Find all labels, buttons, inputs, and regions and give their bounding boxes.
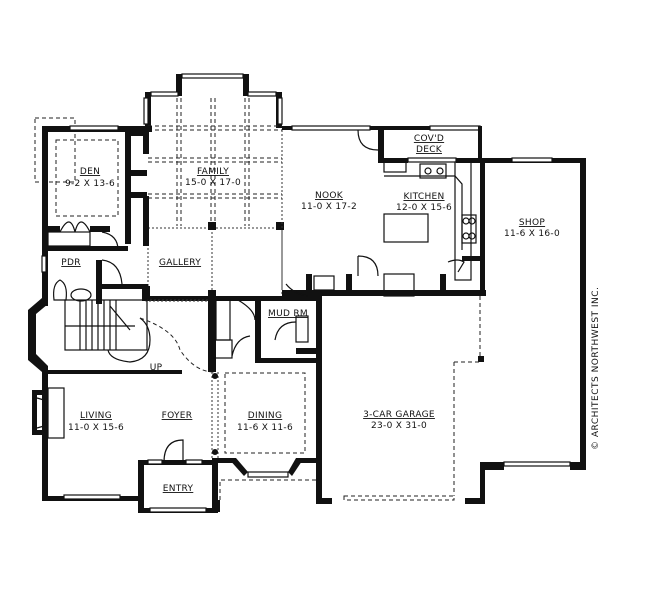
stair — [28, 298, 215, 374]
living-walls — [32, 372, 220, 513]
service-hall — [208, 296, 320, 372]
kitchen-dims: 12-0 X 15-6 — [396, 203, 452, 213]
den-walls — [34, 117, 152, 306]
living-dims: 11-0 X 15-6 — [68, 423, 124, 433]
gallery-label: GALLERY — [159, 258, 201, 268]
foyer-label: FOYER — [162, 411, 193, 421]
family-bay — [143, 73, 283, 128]
dining-label: DINING — [248, 411, 282, 421]
shop-walls — [482, 157, 586, 470]
family-ceiling-grid — [147, 98, 283, 299]
den-label: DEN — [80, 167, 100, 177]
garage-label: 3-CAR GARAGE — [363, 410, 435, 420]
pdr-walls — [41, 231, 148, 304]
living-label: LIVING — [80, 411, 112, 421]
family-label: FAMILY — [197, 167, 229, 177]
stair-up-label: UP — [150, 363, 163, 373]
shop-dims: 11-6 X 16-0 — [504, 229, 560, 239]
mud-rm-label: MUD RM — [268, 309, 308, 319]
nook-kitchen-walls — [281, 125, 504, 297]
nook-label: NOOK — [315, 191, 344, 201]
kitchen-label: KITCHEN — [403, 192, 444, 202]
shop-label: SHOP — [519, 218, 545, 228]
covd-deck-label-2: DECK — [416, 145, 443, 155]
den-dims: 9-2 X 13-6 — [65, 179, 115, 189]
dining-walls — [212, 372, 318, 500]
family-dims: 15-0 X 17-0 — [185, 178, 241, 188]
pdr-label: PDR — [61, 258, 81, 268]
covd-deck-label: COV'D — [414, 134, 444, 144]
dining-dims: 11-6 X 11-6 — [237, 423, 293, 433]
garage-dims: 23-0 X 31-0 — [371, 421, 427, 431]
garage-walls — [316, 296, 485, 504]
entry-label: ENTRY — [163, 484, 194, 494]
nook-dims: 11-0 X 17-2 — [301, 202, 357, 212]
copyright-text: © ARCHITECTS NORTHWEST INC. — [591, 287, 601, 450]
